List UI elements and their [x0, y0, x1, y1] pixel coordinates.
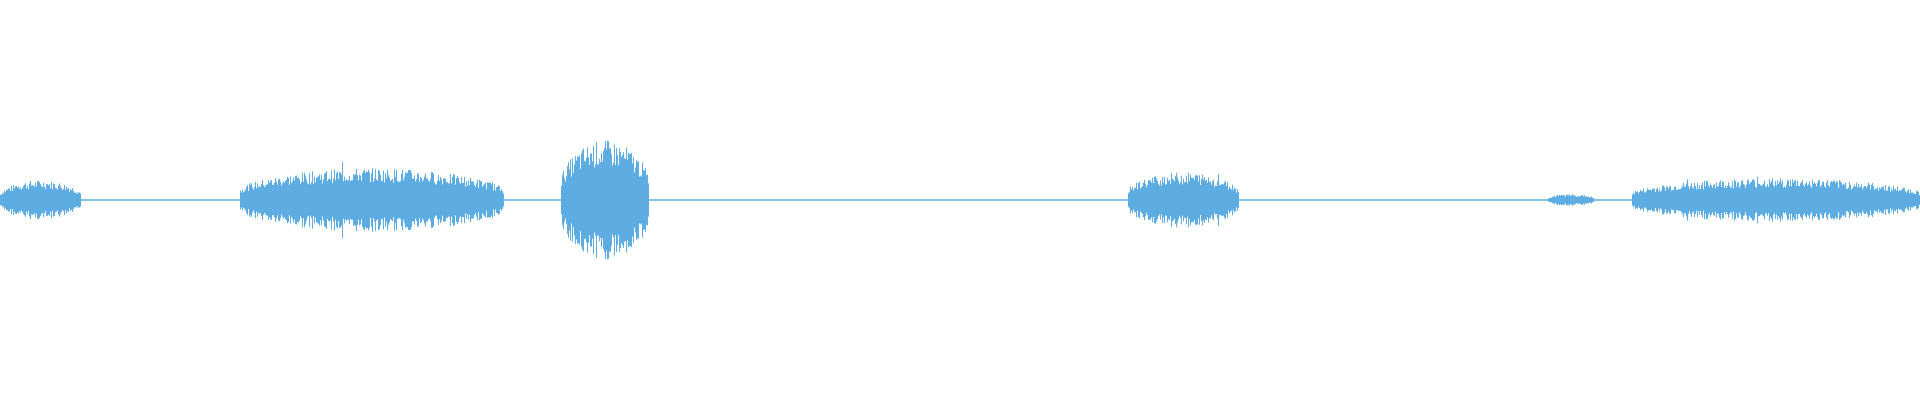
waveform-amplitude — [0, 140, 1920, 260]
